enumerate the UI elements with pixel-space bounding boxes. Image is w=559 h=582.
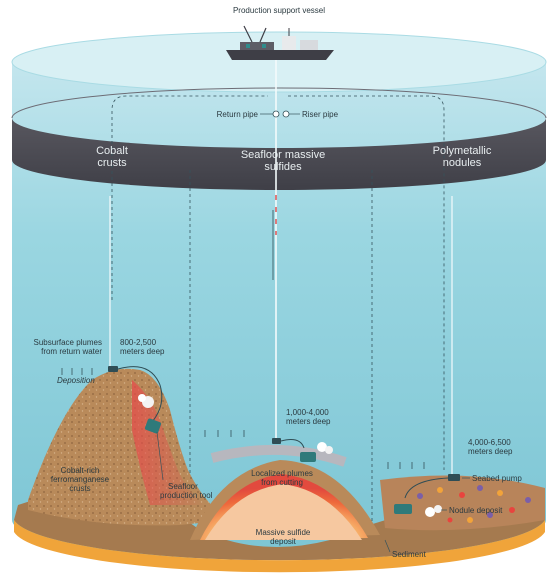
seabed-pump-equipment [394, 474, 460, 517]
section-title-cobalt-line1: Cobalt [96, 145, 128, 157]
leader-lines [156, 113, 470, 553]
crust-label-1: Cobalt-rich [60, 466, 100, 475]
sulfide-deposit-label-1: Massive sulfide [255, 528, 311, 537]
riser-pipe-label: Riser pipe [302, 110, 339, 119]
depth-right-1: 4,000-6,500 [468, 438, 511, 447]
depth-left-2: meters deep [120, 347, 165, 356]
tool-label-2: production tool [160, 491, 213, 500]
dark-depth-band [11, 87, 547, 190]
depth-left-1: 800-2,500 [120, 338, 157, 347]
nodule-deposit-label: Nodule deposit [449, 506, 503, 515]
deposition-label: Deposition [57, 376, 95, 385]
left-production-tool [108, 366, 163, 434]
section-title-nodules-line2: nodules [442, 157, 482, 169]
crust-label-2: ferromanganese [50, 475, 110, 484]
return-pipe-label: Return pipe [216, 110, 258, 119]
cut-plumes-label-1: Localized plumes [251, 469, 313, 478]
return-plumes-label-1: Subsurface plumes [33, 338, 102, 347]
crust-label-3: crusts [69, 484, 91, 493]
seabed-pump-label: Seabed pump [472, 474, 522, 483]
section-title-nodules-line1: Polymetallic [432, 145, 492, 157]
sulfide-deposit-label-2: deposit [270, 537, 296, 546]
section-title-sulfides-line1: Seafloor massive [240, 149, 326, 161]
pipes [109, 58, 453, 475]
nodule-field [417, 485, 531, 523]
sulfide-mound [190, 444, 380, 540]
return-plumes-label-2: from return water [41, 347, 102, 356]
section-title-cobalt-line2: crusts [97, 157, 127, 169]
production-support-vessel [226, 25, 334, 60]
cut-plumes-label-2: from cutting [261, 478, 303, 487]
deposition-ticks [61, 368, 425, 469]
vessel-label: Production support vessel [232, 6, 326, 15]
sediment-label: Sediment [392, 550, 426, 559]
depth-center-2: meters deep [286, 417, 331, 426]
cobalt-crust-mountain [28, 368, 230, 526]
depth-center-1: 1,000-4,000 [286, 408, 329, 417]
depth-right-2: meters deep [468, 447, 513, 456]
center-production-tool [272, 438, 333, 462]
section-title-sulfides-line2: sulfides [264, 161, 302, 173]
tool-label-1: Seafloor [168, 482, 198, 491]
